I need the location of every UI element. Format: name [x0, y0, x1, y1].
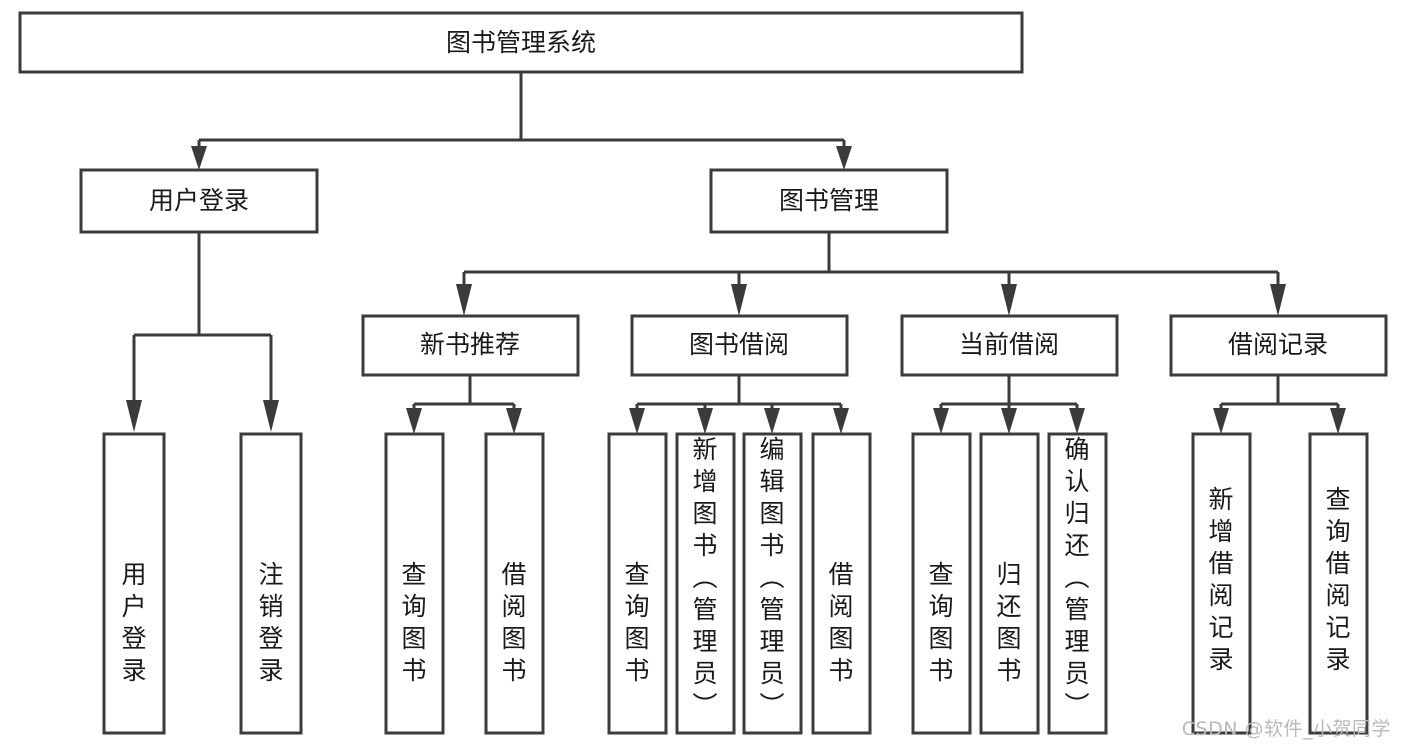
node-leaf-query-book-2-box[interactable] — [607, 432, 668, 735]
node-leaf-query-record-label: 查询借阅记录 — [1325, 485, 1350, 674]
node-book-manage-box[interactable] — [709, 168, 949, 234]
node-leaf-borrow-book-1-box[interactable] — [484, 432, 545, 735]
node-leaf-query-book-1[interactable]: 查询图书 — [384, 432, 445, 735]
node-leaf-query-book-3-box[interactable] — [911, 432, 972, 735]
node-leaf-borrow-book-2[interactable]: 借阅图书 — [811, 432, 872, 735]
node-leaf-query-record-box[interactable] — [1308, 432, 1369, 735]
node-leaf-query-book-1-label: 查询图书 — [401, 560, 426, 685]
node-current-borrow-label: 当前借阅 — [959, 330, 1059, 359]
node-book-manage[interactable]: 图书管理 — [709, 168, 949, 234]
connector-layer — [126, 72, 1346, 434]
arrow-head-leaf-user-login — [126, 400, 142, 432]
arrow-head-new-book-recommend — [456, 284, 472, 316]
node-book-borrow-label: 图书借阅 — [689, 330, 789, 359]
node-new-book-recommend-label: 新书推荐 — [420, 330, 520, 359]
arrow-head-leaf-logout — [263, 400, 279, 432]
node-current-borrow-box[interactable] — [900, 314, 1119, 377]
node-leaf-confirm-return[interactable]: 确认归还︵管理员︶ — [1047, 432, 1108, 735]
node-leaf-user-login[interactable]: 用户登录 — [102, 432, 166, 735]
node-leaf-add-record-label: 新增借阅记录 — [1208, 485, 1233, 674]
node-root[interactable]: 图书管理系统 — [18, 11, 1024, 74]
arrow-head-borrow-record — [1270, 284, 1286, 316]
arrow-head-book-borrow — [731, 284, 747, 316]
node-leaf-user-login-label: 用户登录 — [121, 560, 146, 685]
node-new-book-recommend[interactable]: 新书推荐 — [361, 314, 580, 377]
node-leaf-add-record-box[interactable] — [1191, 432, 1252, 735]
arrow-head-leaf-query-book-3 — [933, 408, 949, 434]
node-book-manage-label: 图书管理 — [779, 186, 879, 215]
node-leaf-add-book-box[interactable] — [675, 432, 736, 735]
node-current-borrow[interactable]: 当前借阅 — [900, 314, 1119, 377]
arrow-head-book-manage — [836, 146, 852, 170]
arrow-head-current-borrow — [1001, 284, 1017, 316]
node-leaf-borrow-book-2-box[interactable] — [811, 432, 872, 735]
csdn-watermark: CSDN @软件_小贺同学 — [1181, 718, 1391, 740]
node-leaf-add-record[interactable]: 新增借阅记录 — [1191, 432, 1252, 735]
arrow-head-leaf-query-book-2 — [629, 408, 645, 434]
node-leaf-edit-book-box[interactable] — [742, 432, 803, 735]
node-leaf-confirm-return-box[interactable] — [1047, 432, 1108, 735]
arrow-head-leaf-add-record — [1213, 408, 1229, 434]
node-leaf-query-book-2[interactable]: 查询图书 — [607, 432, 668, 735]
node-leaf-confirm-return-label: 确认归还︵管理员︶ — [1064, 435, 1089, 720]
node-leaf-query-book-3-label: 查询图书 — [928, 560, 953, 685]
node-leaf-edit-book-label: 编辑图书︵管理员︶ — [759, 435, 784, 720]
node-leaf-return-book-label: 归还图书 — [996, 560, 1021, 685]
arrow-head-leaf-borrow-book-2 — [833, 408, 849, 434]
node-leaf-logout[interactable]: 注销登录 — [239, 432, 303, 735]
arrow-head-leaf-query-book-1 — [406, 408, 422, 434]
node-user-login-box[interactable] — [79, 168, 319, 234]
node-leaf-borrow-book-2-label: 借阅图书 — [828, 560, 853, 685]
node-leaf-query-record[interactable]: 查询借阅记录 — [1308, 432, 1369, 735]
node-root-box[interactable] — [18, 11, 1024, 74]
arrow-head-leaf-confirm-return — [1069, 408, 1085, 434]
arrow-head-user-login — [191, 146, 207, 170]
node-borrow-record[interactable]: 借阅记录 — [1169, 314, 1388, 377]
node-leaf-query-book-3[interactable]: 查询图书 — [911, 432, 972, 735]
node-root-label: 图书管理系统 — [446, 28, 596, 57]
node-borrow-record-box[interactable] — [1169, 314, 1388, 377]
node-leaf-borrow-book-1[interactable]: 借阅图书 — [484, 432, 545, 735]
node-leaf-query-book-2-label: 查询图书 — [624, 560, 649, 685]
node-book-borrow-box[interactable] — [630, 314, 849, 377]
node-book-borrow[interactable]: 图书借阅 — [630, 314, 849, 377]
node-leaf-return-book-box[interactable] — [979, 432, 1040, 735]
node-leaf-return-book[interactable]: 归还图书 — [979, 432, 1040, 735]
node-leaf-query-book-1-box[interactable] — [384, 432, 445, 735]
node-user-login[interactable]: 用户登录 — [79, 168, 319, 234]
arrow-head-leaf-borrow-book-1 — [506, 408, 522, 434]
node-borrow-record-label: 借阅记录 — [1228, 330, 1328, 359]
node-new-book-recommend-box[interactable] — [361, 314, 580, 377]
node-leaf-logout-box[interactable] — [239, 432, 303, 735]
arrow-head-leaf-return-book — [1001, 408, 1017, 434]
node-leaf-add-book-label: 新增图书︵管理员︶ — [692, 435, 717, 720]
node-leaf-user-login-box[interactable] — [102, 432, 166, 735]
node-leaf-add-book[interactable]: 新增图书︵管理员︶ — [675, 432, 736, 735]
node-leaf-logout-label: 注销登录 — [258, 560, 283, 685]
arrow-head-leaf-query-record — [1330, 408, 1346, 434]
node-leaf-borrow-book-1-label: 借阅图书 — [501, 560, 526, 685]
arrow-head-leaf-edit-book — [764, 408, 780, 434]
arrow-head-leaf-add-book — [697, 408, 713, 434]
node-leaf-edit-book[interactable]: 编辑图书︵管理员︶ — [742, 432, 803, 735]
node-user-login-label: 用户登录 — [149, 186, 249, 215]
